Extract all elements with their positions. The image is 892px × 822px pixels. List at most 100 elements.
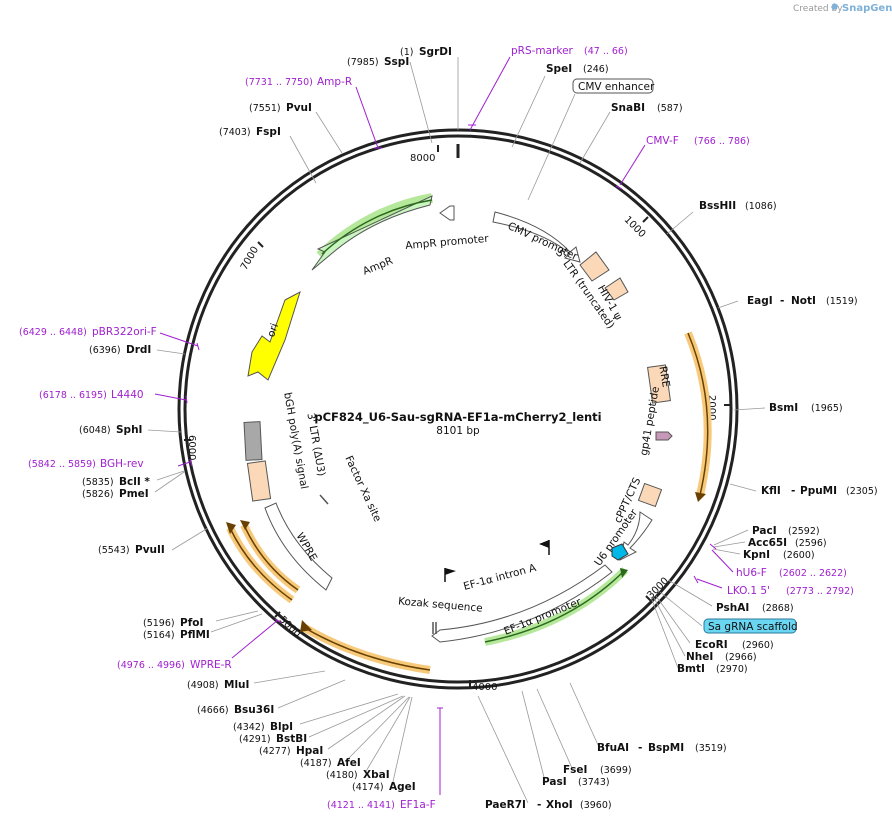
primer-hu6-f[interactable]: hU6-F (2602 .. 2622) — [736, 567, 847, 579]
site-paer7i-xhoi[interactable]: PaeR7I - XhoI (3960) — [485, 799, 612, 811]
site-hpai[interactable]: (4277) HpaI — [259, 745, 323, 757]
svg-text:SspI: SspI — [384, 56, 409, 68]
site-ecori[interactable]: EcoRI (2960) — [695, 639, 774, 651]
site-bsu36i[interactable]: (4666) Bsu36I — [197, 704, 274, 716]
site-drdi[interactable]: (6396) DrdI — [89, 344, 151, 356]
site-afei[interactable]: (4187) AfeI — [300, 757, 361, 769]
site-sphi[interactable]: (6048) SphI — [79, 424, 142, 436]
ampr-promoter-feature[interactable] — [439, 205, 455, 221]
primer-bgh-rev[interactable]: (5842 .. 5859) BGH-rev — [28, 458, 144, 470]
site-blpi[interactable]: (4342) BlpI — [233, 721, 293, 733]
primer-l4440[interactable]: (6178 .. 6195) L4440 — [39, 389, 144, 401]
svg-text:(5842 .. 5859): (5842 .. 5859) — [28, 459, 96, 470]
svg-text:(2773 .. 2792): (2773 .. 2792) — [786, 586, 854, 597]
primer-lko[interactable]: LKO.1 5' (2773 .. 2792) — [727, 585, 854, 597]
svg-text:(4666): (4666) — [197, 705, 229, 716]
wpre-outline-feature[interactable] — [264, 502, 333, 591]
svg-text:pBR322ori-F: pBR322ori-F — [92, 326, 157, 338]
site-bsmi[interactable]: BsmI (1965) — [769, 402, 843, 414]
site-kfli-ppumi[interactable]: KflI - PpuMI (2305) — [761, 485, 878, 497]
site-snabi[interactable]: SnaBI (587) — [611, 102, 683, 114]
site-mlui[interactable]: (4908) MluI — [187, 679, 249, 691]
site-xbai[interactable]: (4180) XbaI — [326, 769, 390, 781]
rre-label: RRE — [656, 365, 672, 388]
svg-text:(5835): (5835) — [82, 477, 114, 488]
svg-text:(4277): (4277) — [259, 746, 291, 757]
svg-text:KpnI: KpnI — [743, 549, 770, 561]
svg-text:(2600): (2600) — [783, 550, 815, 561]
svg-text:(5826): (5826) — [82, 489, 114, 500]
rre-feature[interactable] — [647, 364, 671, 404]
svg-text:FspI: FspI — [256, 126, 281, 138]
site-fsei[interactable]: FseI (3699) — [563, 764, 632, 776]
ampr-feature[interactable] — [311, 193, 433, 271]
site-fspi[interactable]: (7403) FspI — [219, 126, 281, 138]
site-pasi[interactable]: PasI (3743) — [542, 776, 610, 788]
mcherry-feature[interactable] — [300, 620, 431, 674]
gp41-feature[interactable] — [655, 431, 673, 441]
rre-orange-arc[interactable] — [684, 331, 712, 502]
site-pvuii[interactable]: (5543) PvuII — [98, 544, 165, 556]
svg-text:(4908): (4908) — [187, 680, 219, 691]
site-spei[interactable]: SpeI (246) — [546, 63, 609, 75]
svg-text:(4976 .. 4996): (4976 .. 4996) — [117, 660, 185, 671]
svg-text:(6048): (6048) — [79, 425, 111, 436]
site-cmv-enhancer[interactable]: CMV enhancer — [572, 78, 655, 94]
svg-text:PfoI: PfoI — [180, 617, 203, 629]
site-sgrdi[interactable]: (1) SgrDI — [400, 46, 452, 58]
site-pflmi[interactable]: (5164) PflMI — [143, 629, 210, 641]
site-nhei[interactable]: NheI (2966) — [686, 651, 757, 663]
svg-text:EagI: EagI — [747, 295, 773, 307]
cppt-feature[interactable] — [637, 482, 663, 508]
site-eagi-noti[interactable]: EagI - NotI (1519) — [747, 295, 858, 307]
site-pfoi[interactable]: (5196) PfoI — [143, 617, 203, 629]
primer-wpre-r[interactable]: (4976 .. 4996) WPRE-R — [117, 659, 232, 671]
svg-text:BGH-rev: BGH-rev — [100, 458, 144, 470]
site-paci[interactable]: PacI (2592) — [752, 525, 820, 537]
primer-rs-marker[interactable]: pRS-marker (47 .. 66) — [511, 45, 628, 57]
site-kpni[interactable]: KpnI (2600) — [743, 549, 815, 561]
ef1a-promoter-feature[interactable] — [484, 567, 628, 646]
wpre-feature[interactable] — [226, 520, 301, 604]
site-pmei[interactable]: (5826) PmeI — [82, 488, 149, 500]
u6-cyan-feature[interactable] — [611, 543, 629, 561]
ef1a-intron-end-flag-icon — [539, 540, 550, 555]
svg-text:(246): (246) — [583, 64, 609, 75]
svg-text:(1519): (1519) — [826, 296, 858, 307]
svg-text:(7551): (7551) — [249, 103, 281, 114]
primer-cmv-f[interactable]: CMV-F (766 .. 786) — [646, 135, 750, 147]
bgh-feature[interactable] — [243, 421, 263, 461]
svg-text:(4187): (4187) — [300, 758, 332, 769]
site-sspi[interactable]: (7985) SspI — [347, 56, 409, 68]
svg-text:(47 .. 66): (47 .. 66) — [584, 46, 628, 57]
site-bsshii[interactable]: BssHII (1086) — [699, 200, 777, 212]
svg-text:PvuII: PvuII — [135, 544, 165, 556]
svg-text:(7403): (7403) — [219, 127, 251, 138]
ltr5-feature[interactable] — [579, 251, 610, 282]
site-pvui-top[interactable]: (7551) PvuI — [249, 102, 312, 114]
svg-text:6000: 6000 — [186, 435, 197, 460]
hiv-psi-feature[interactable] — [604, 277, 629, 301]
ef1a-outline-feature[interactable] — [431, 564, 613, 643]
svg-text:(2960): (2960) — [742, 640, 774, 651]
site-acc65i[interactable]: Acc65I (2596) — [748, 537, 827, 549]
u6-promoter-feature[interactable] — [619, 511, 653, 561]
site-bfuai-bspmi[interactable]: BfuAI - BspMI (3519) — [597, 742, 727, 754]
primer-ef1a-f[interactable]: (4121 .. 4141) EF1a-F — [327, 799, 436, 811]
primer-amp-r[interactable]: (7731 .. 7750) Amp-R — [245, 76, 352, 88]
svg-text:SphI: SphI — [116, 424, 142, 436]
site-bcli[interactable]: (5835) BclI * — [82, 476, 150, 488]
primer-pbr322[interactable]: (6429 .. 6448) pBR322ori-F — [19, 326, 157, 338]
cmv-promoter-feature[interactable] — [492, 211, 581, 263]
tick-6000: 6000 — [184, 435, 197, 460]
site-bmti[interactable]: BmtI (2970) — [677, 663, 748, 675]
ori-feature[interactable] — [247, 290, 301, 381]
svg-text:(5164): (5164) — [143, 630, 175, 641]
kozak-feature[interactable] — [432, 622, 437, 634]
site-sa-scaffold[interactable]: Sa gRNA scaffold — [703, 618, 798, 634]
site-agei[interactable]: (4174) AgeI — [352, 781, 416, 793]
factor-xa-feature[interactable] — [319, 494, 329, 505]
site-pshai[interactable]: PshAI (2868) — [716, 602, 794, 614]
ltr3-feature[interactable] — [246, 460, 272, 502]
site-bstbi[interactable]: (4291) BstBI — [239, 733, 307, 745]
